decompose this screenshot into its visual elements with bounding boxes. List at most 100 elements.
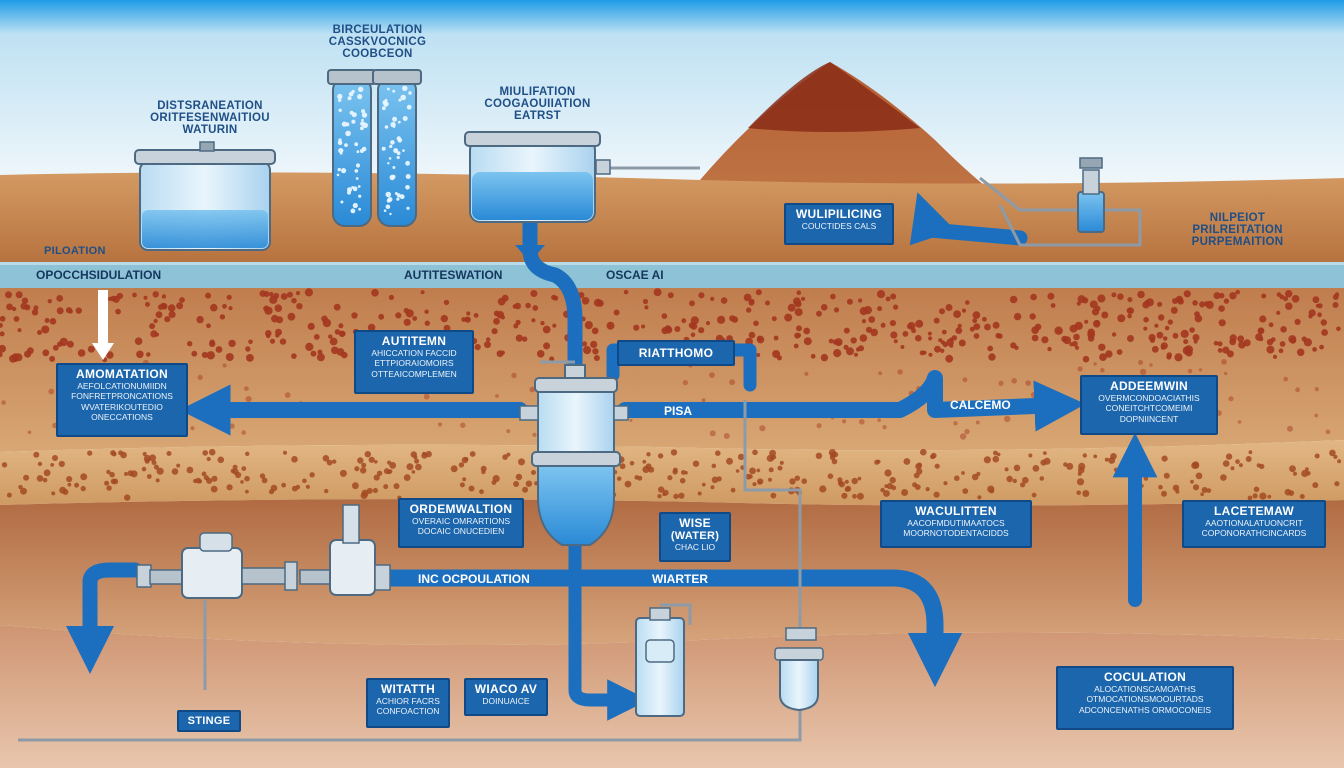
texture-dot — [337, 93, 343, 100]
texture-dot — [47, 299, 52, 304]
texture-dot — [940, 348, 945, 353]
texture-dot — [972, 318, 978, 324]
box-wiaco-title: WIACO AV — [474, 682, 538, 696]
texture-dot — [859, 334, 868, 342]
texture-dot — [642, 298, 649, 305]
texture-dot — [915, 334, 922, 342]
texture-dot — [1, 400, 6, 405]
texture-dot — [1220, 474, 1227, 481]
texture-dot — [513, 481, 520, 487]
texture-dot — [348, 91, 354, 97]
texture-dot — [496, 350, 504, 358]
texture-dot — [393, 148, 399, 154]
texture-dot — [794, 475, 800, 481]
texture-dot — [1108, 457, 1116, 464]
texture-dot — [1204, 301, 1210, 307]
texture-dot — [787, 303, 796, 312]
texture-dot — [903, 458, 911, 465]
texture-dot — [393, 483, 400, 490]
texture-dot — [1276, 310, 1281, 315]
texture-dot — [336, 173, 340, 177]
texture-dot — [1252, 493, 1258, 499]
texture-dot — [833, 307, 840, 313]
texture-dot — [755, 289, 762, 296]
texture-dot — [6, 492, 12, 498]
box-wulipilicing: WULIPILICING COUCTIDES CALS — [784, 203, 894, 245]
texture-dot — [143, 295, 148, 300]
texture-dot — [206, 351, 215, 360]
texture-dot — [959, 433, 967, 440]
texture-dot — [816, 310, 822, 317]
texture-dot — [355, 177, 359, 180]
texture-dot — [996, 452, 1001, 457]
texture-dot — [629, 419, 633, 422]
box-wise-title: WISE — [679, 516, 711, 530]
texture-dot — [907, 323, 913, 330]
texture-dot — [1154, 323, 1159, 328]
texture-dot — [291, 456, 298, 463]
texture-dot — [1299, 494, 1305, 499]
texture-dot — [491, 328, 498, 335]
texture-dot — [1164, 325, 1170, 331]
texture-dot — [701, 482, 706, 487]
texture-dot — [196, 315, 204, 324]
texture-dot — [360, 467, 367, 474]
texture-dot — [1183, 290, 1191, 298]
texture-dot — [52, 455, 58, 461]
texture-dot — [502, 454, 508, 460]
texture-dot — [1143, 316, 1149, 323]
texture-dot — [347, 96, 352, 101]
texture-dot — [1189, 327, 1195, 333]
texture-dot — [50, 463, 55, 467]
texture-dot — [226, 294, 232, 300]
texture-dot — [245, 346, 251, 352]
texture-dot — [387, 460, 392, 465]
texture-dot — [395, 312, 402, 319]
texture-dot — [142, 451, 147, 457]
texture-dot — [368, 456, 375, 463]
texture-dot — [1225, 453, 1233, 460]
texture-dot — [1151, 345, 1159, 353]
texture-dot — [420, 290, 425, 295]
column-bubbles — [336, 85, 412, 216]
texture-dot — [1004, 415, 1011, 423]
texture-dot — [356, 150, 360, 154]
texture-dot — [993, 450, 998, 456]
texture-dot — [779, 460, 784, 465]
pipe-network — [65, 192, 1158, 721]
texture-dot — [551, 294, 557, 301]
texture-dot — [203, 475, 209, 481]
texture-dot — [661, 313, 668, 319]
texture-dot — [1004, 467, 1009, 472]
texture-dot — [863, 306, 873, 315]
texture-dot — [1012, 478, 1017, 484]
texture-dot — [1253, 486, 1260, 493]
texture-dot — [332, 459, 337, 464]
texture-dot — [443, 299, 450, 306]
box-lacetemaw: LACETEMAW AAOTIONALATUONCRIT COPONORATHC… — [1182, 500, 1326, 548]
texture-dot — [646, 452, 651, 457]
texture-dot — [1030, 293, 1037, 301]
texture-dot — [1184, 345, 1194, 354]
coagulation-tank — [464, 131, 611, 223]
texture-dot — [0, 315, 6, 322]
texture-dot — [1066, 462, 1074, 470]
texture-dot — [176, 463, 181, 468]
box-wiaco: WIACO AV DOINUAICE — [464, 678, 548, 716]
texture-dot — [281, 482, 286, 488]
texture-dot — [729, 379, 735, 386]
texture-dot — [361, 118, 364, 122]
texture-dot — [389, 462, 397, 469]
texture-dot — [1192, 484, 1200, 491]
texture-dot — [21, 297, 29, 304]
texture-dot — [1283, 296, 1288, 302]
texture-dot — [104, 480, 110, 486]
texture-dot — [657, 453, 664, 459]
texture-dot — [1317, 303, 1323, 309]
texture-dot — [345, 130, 351, 137]
texture-dot — [1308, 309, 1316, 317]
texture-dot — [179, 297, 185, 303]
texture-dot — [515, 473, 523, 481]
texture-dot — [1011, 378, 1017, 384]
texture-dot — [383, 484, 389, 490]
